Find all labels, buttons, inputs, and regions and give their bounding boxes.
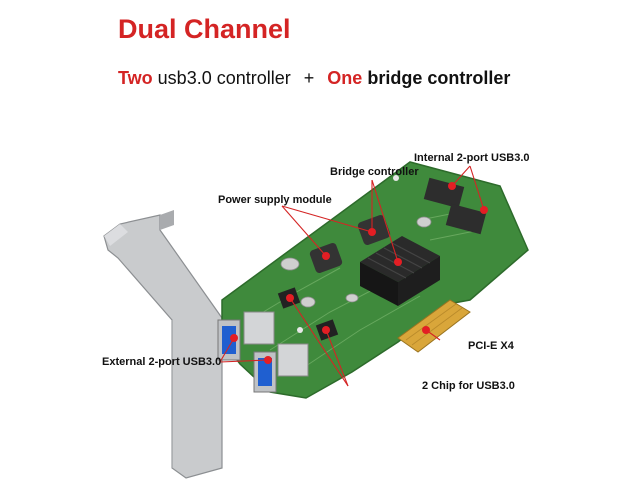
page-title: Dual Channel: [118, 14, 291, 44]
callout-external-ports: External 2-port USB3.0: [102, 356, 222, 368]
callout-bridge-controller: Bridge controller: [330, 166, 419, 178]
metal-bracket: [103, 210, 223, 479]
subtitle: Two usb3.0 controller + One bridge contr…: [118, 68, 510, 89]
callout-markers: [230, 182, 488, 364]
subtitle-usb-controller: usb3.0 controller: [157, 68, 291, 88]
capacitors: [280, 216, 432, 308]
callout-power-supply: Power supply module: [218, 194, 332, 206]
pcie-connector: [397, 299, 471, 353]
subtitle-bridge-controller: bridge controller: [367, 68, 511, 88]
callout-usb-chips: 2 Chip for USB3.0: [422, 380, 515, 392]
callout-lines: [219, 165, 485, 387]
callout-internal-ports: Internal 2-port USB3.0: [414, 152, 530, 164]
subtitle-word-two: Two: [118, 68, 153, 88]
callout-pcie: PCI-E X4: [468, 340, 514, 352]
subtitle-plus: +: [303, 68, 315, 88]
subtitle-word-one: One: [327, 68, 363, 88]
